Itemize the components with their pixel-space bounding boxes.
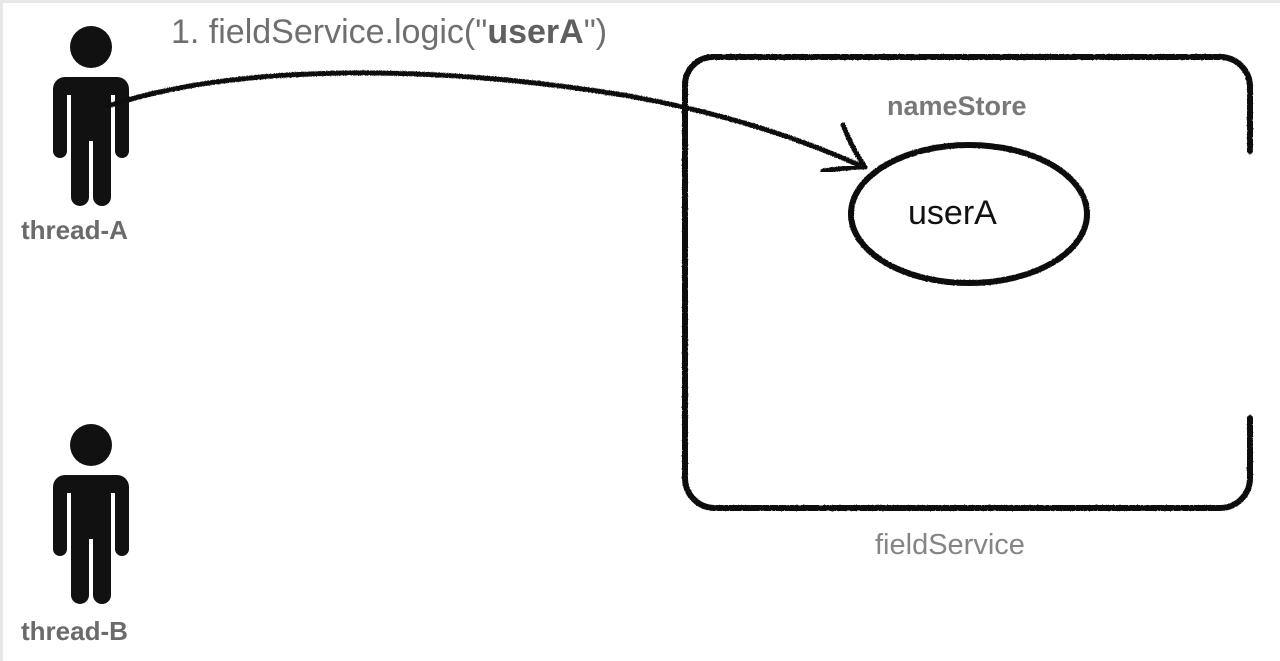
call-label-prefix: 1. fieldService.logic(" <box>171 13 488 51</box>
fieldservice-label: fieldService <box>875 529 1025 561</box>
namestore-value: userA <box>908 194 997 232</box>
namestore-label: nameStore <box>887 91 1027 121</box>
call-label-argument: userA <box>487 13 584 51</box>
call-arrow <box>105 70 868 174</box>
namestore-ellipse <box>848 142 1090 286</box>
person-icon-thread-b <box>53 424 129 604</box>
thread-b-label: thread-B <box>21 616 128 646</box>
person-icon-thread-a <box>53 26 129 206</box>
call-label: 1. fieldService.logic("userA") <box>171 15 607 49</box>
thread-a-label: thread-A <box>21 215 128 245</box>
fieldservice-container <box>682 54 1253 511</box>
diagram-graphics <box>53 26 1253 604</box>
call-label-suffix: ") <box>583 13 608 51</box>
